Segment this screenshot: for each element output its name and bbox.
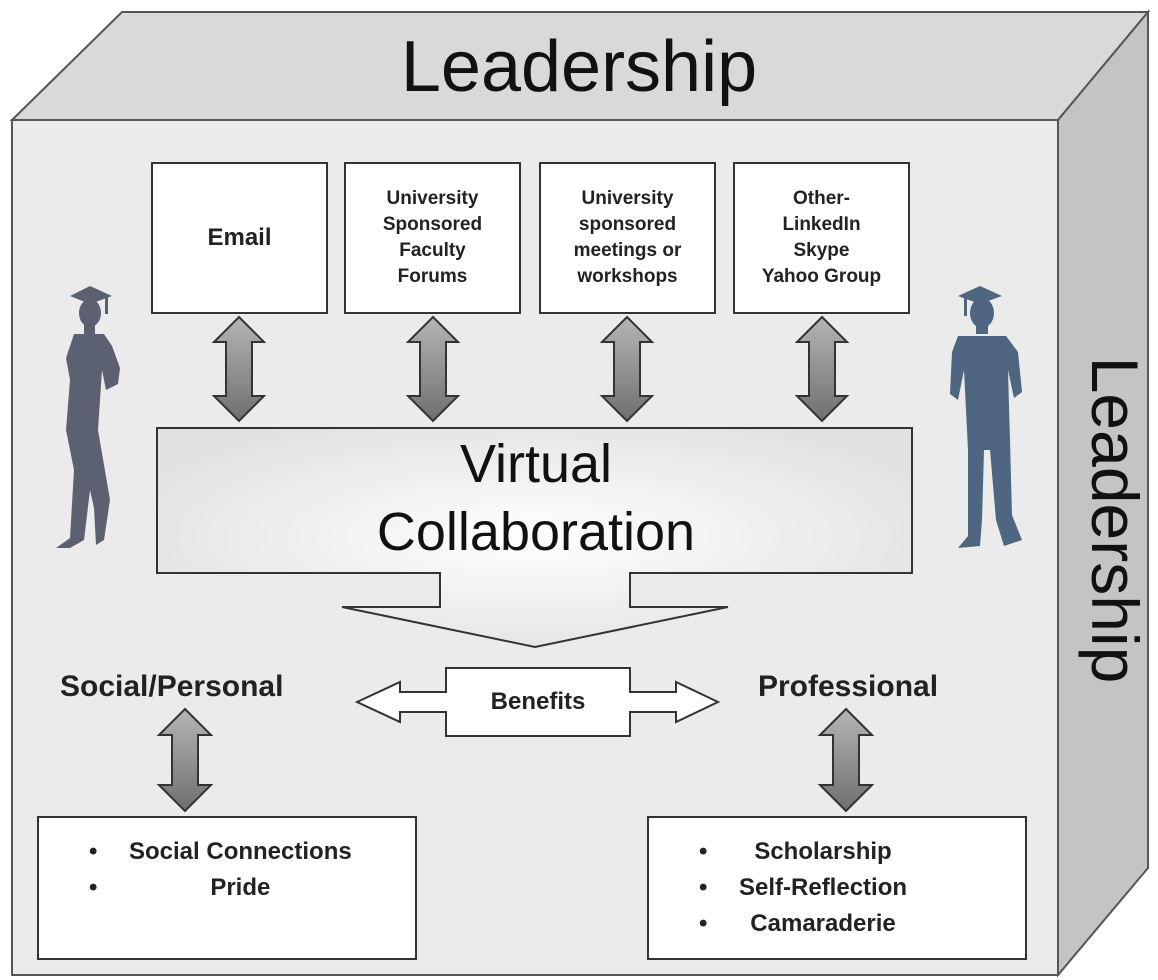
- list-item: Self-Reflection: [695, 870, 907, 906]
- double-arrow-icon: [211, 315, 267, 423]
- professional-benefits-list: Scholarship Self-Reflection Camaraderie: [695, 834, 907, 942]
- double-arrow-icon: [405, 315, 461, 423]
- virtual-collaboration-label: Virtual Collaboration: [376, 434, 696, 562]
- graduate-man-silhouette-icon: [950, 286, 1022, 548]
- double-arrow-icon: [817, 707, 875, 813]
- channel-university-meetings: University sponsored meetings or worksho…: [539, 162, 716, 314]
- social-benefits-box: Social Connections Pride: [37, 816, 417, 960]
- professional-benefits-box: Scholarship Self-Reflection Camaraderie: [647, 816, 1027, 960]
- list-item: Pride: [85, 870, 352, 906]
- list-item: Camaraderie: [695, 906, 907, 942]
- double-arrow-icon: [156, 707, 214, 813]
- graduate-woman-silhouette-icon: [56, 286, 120, 548]
- virtual-collaboration-box: [156, 427, 913, 649]
- benefits-label: Benefits: [490, 688, 586, 715]
- social-benefits-list: Social Connections Pride: [85, 834, 352, 906]
- double-arrow-icon: [794, 315, 850, 423]
- leadership-title-top: Leadership: [400, 27, 758, 107]
- channel-university-forums: University Sponsored Faculty Forums: [344, 162, 521, 314]
- professional-heading: Professional: [758, 670, 939, 703]
- benefits-arrow: [354, 667, 721, 737]
- leadership-title-side: Leadership: [1078, 356, 1152, 684]
- social-personal-heading: Social/Personal: [60, 670, 284, 703]
- list-item: Scholarship: [695, 834, 907, 870]
- channel-email: Email: [151, 162, 328, 314]
- double-arrow-icon: [599, 315, 655, 423]
- channel-other-networks: Other- LinkedIn Skype Yahoo Group: [733, 162, 910, 314]
- list-item: Social Connections: [85, 834, 352, 870]
